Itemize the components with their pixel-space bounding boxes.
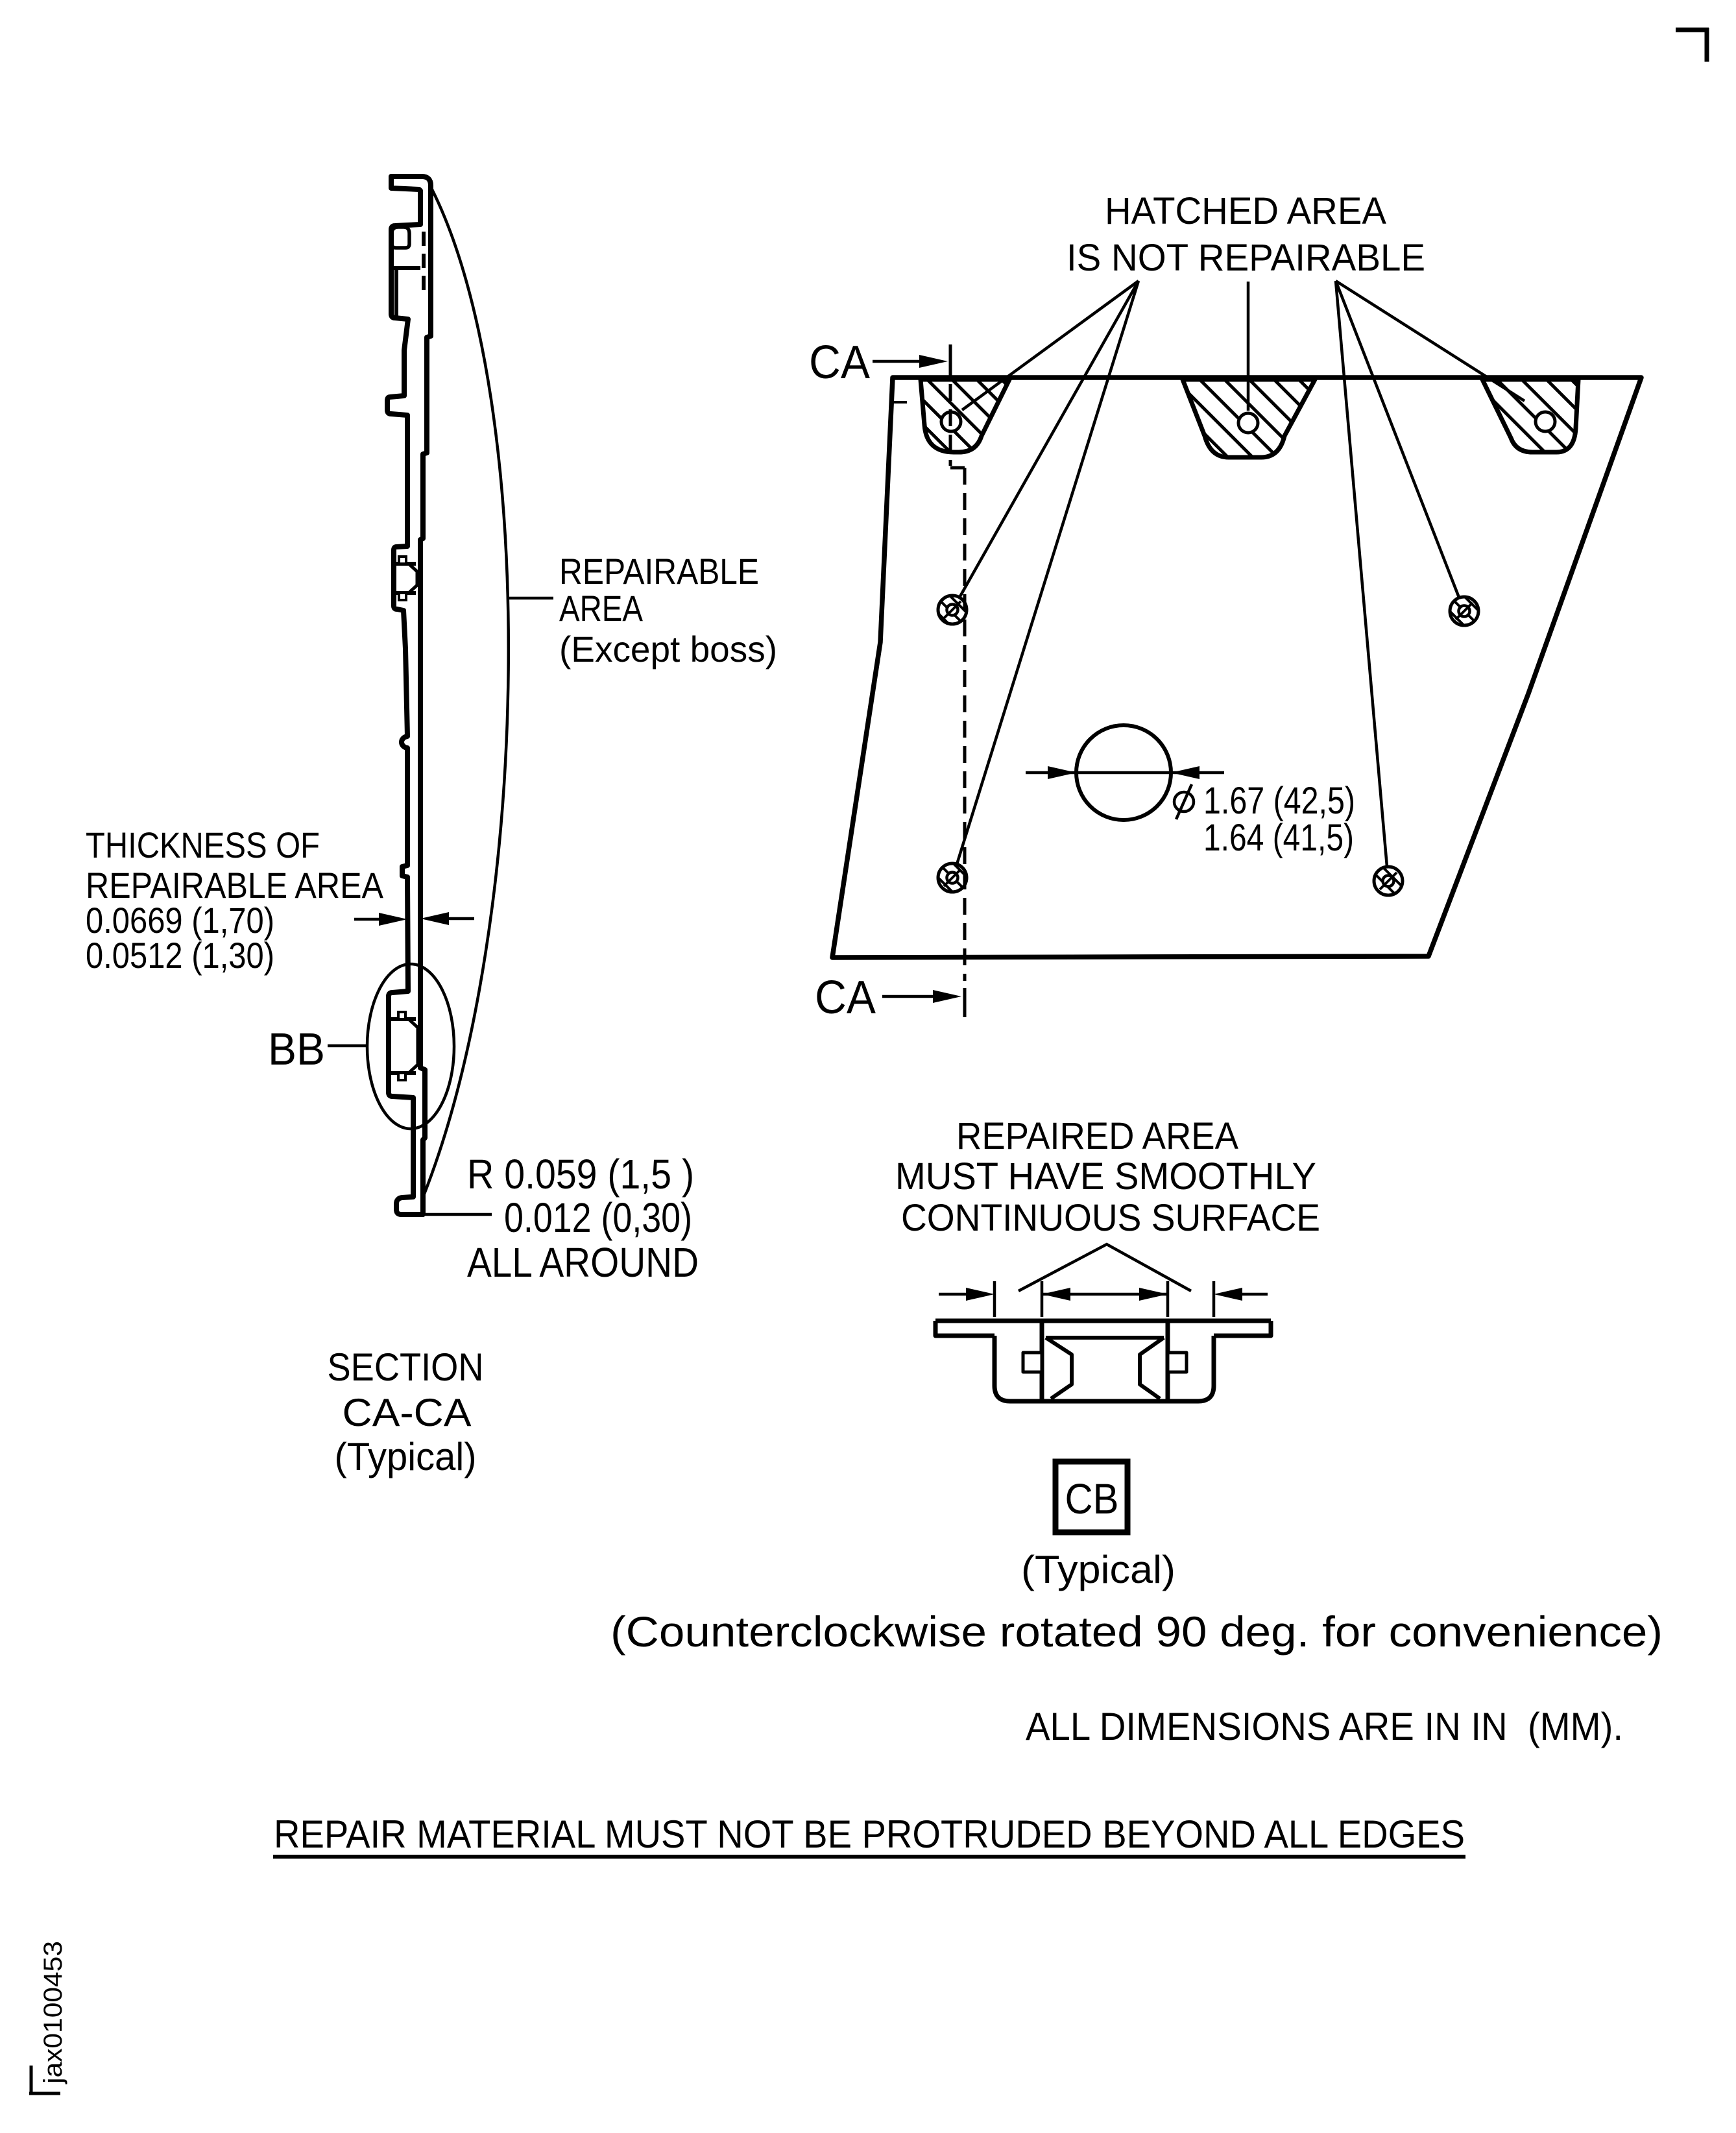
thickness-value-min: 0.0512 (1,30) [86,935,274,976]
repaired-note-line3: CONTINUOUS SURFACE [901,1197,1320,1239]
section-caption-line2: CA-CA [343,1391,472,1434]
warning-note: REPAIR MATERIAL MUST NOT BE PROTRUDED BE… [274,1813,1465,1856]
notes: (Counterclockwise rotated 90 deg. for co… [273,1608,1663,1859]
thickness-label-line1: THICKNESS OF [86,825,320,865]
phi-symbol [1172,784,1196,820]
cb-caption: (Typical) [1021,1548,1175,1591]
repaired-note-line2: MUST HAVE SMOOTHLY [895,1155,1316,1198]
pocket-1 [918,377,1012,455]
section-view: BB REPAIRABLE AREA (Except boss) THICKNE… [86,174,777,1478]
repaired-cross-section [933,1318,1273,1404]
edge-callout-label: R 0.059 (1,5 ) 0.012 (0,30) ALL AROUND [467,1151,699,1286]
repaired-note: REPAIRED AREA MUST HAVE SMOOTHLY CONTINU… [895,1115,1320,1239]
boss-bb-details [389,1011,420,1081]
hole-diameter-value-min: 1.64 (41,5) [1203,817,1354,859]
edge-thickness-value: 0.012 (0,30) [504,1194,692,1241]
boss-right-bottom [1372,865,1404,897]
ca-section-line [948,344,967,1017]
boss-upper-details [394,555,419,601]
footer-code: jax0100453 [39,1941,67,2084]
edge-radius-value: R 0.059 (1,5 ) [467,1151,694,1198]
boss-left-bottom [936,862,969,894]
rotation-note: (Counterclockwise rotated 90 deg. for co… [610,1608,1663,1656]
repaired-note-line1: REPAIRED AREA [956,1115,1238,1157]
thickness-dimension [354,912,474,926]
hole-diameter-label: 1.67 (42,5) 1.64 (41,5) [1203,780,1355,859]
hatched-note-line2: IS NOT REPAIRABLE [1067,237,1425,279]
hatched-note-line1: HATCHED AREA [1105,190,1386,232]
thickness-label-line2: REPAIRABLE AREA [86,865,384,906]
bosses [936,594,1480,897]
ca-label-top: CA [809,337,948,389]
all-around-label: ALL AROUND [467,1239,699,1286]
repairable-area-label-line1: REPAIRABLE [559,551,759,592]
panel-outline [830,375,1644,960]
section-caption-line1: SECTION [328,1345,484,1389]
cb-label: CB [1065,1475,1119,1523]
ca-label-bottom: CA [815,972,961,1024]
thickness-value-max: 0.0669 (1,70) [86,900,274,941]
hatched-pockets [918,377,1581,460]
repaired-note-leader [1017,1242,1192,1292]
thickness-label: THICKNESS OF REPAIRABLE AREA 0.0669 (1,7… [86,825,384,976]
hole-dimension [1026,766,1224,779]
hole-diameter-value-max: 1.67 (42,5) [1203,780,1355,822]
pocket-holes [939,410,1557,435]
boss-right-middle [1448,595,1480,627]
units-note: ALL DIMENSIONS ARE IN IN (MM). [1026,1705,1623,1748]
boss-left-middle [936,594,969,626]
repairable-area-label-line2: AREA [559,588,644,629]
hatched-note: HATCHED AREA IS NOT REPAIRABLE [1067,190,1425,279]
repaired-dim [939,1281,1268,1317]
repairable-area-label: REPAIRABLE AREA (Except boss) [559,551,777,669]
bb-label: BB [268,1024,325,1074]
section-caption-line3: (Typical) [335,1435,477,1478]
repairable-area-curve [422,188,511,1196]
corner-mark-top-right [1676,27,1709,62]
hatched-note-leaders [955,280,1526,867]
clip-housing-1-details [390,225,426,317]
section-caption: SECTION CA-CA (Typical) [328,1345,484,1478]
repaired-detail: REPAIRED AREA MUST HAVE SMOOTHLY CONTINU… [895,1115,1320,1591]
section-profile-outline [385,174,433,1217]
plan-view: HATCHED AREA IS NOT REPAIRABLE 1.67 (42,… [809,190,1644,1024]
corner-mark-bottom-left [29,2066,60,2095]
cb-box [1052,1458,1131,1536]
pocket-3 [1480,377,1581,455]
ca-label-bottom-text: CA [815,972,876,1024]
ca-label-top-text: CA [809,337,870,389]
repairable-area-label-line3: (Except boss) [559,629,777,669]
